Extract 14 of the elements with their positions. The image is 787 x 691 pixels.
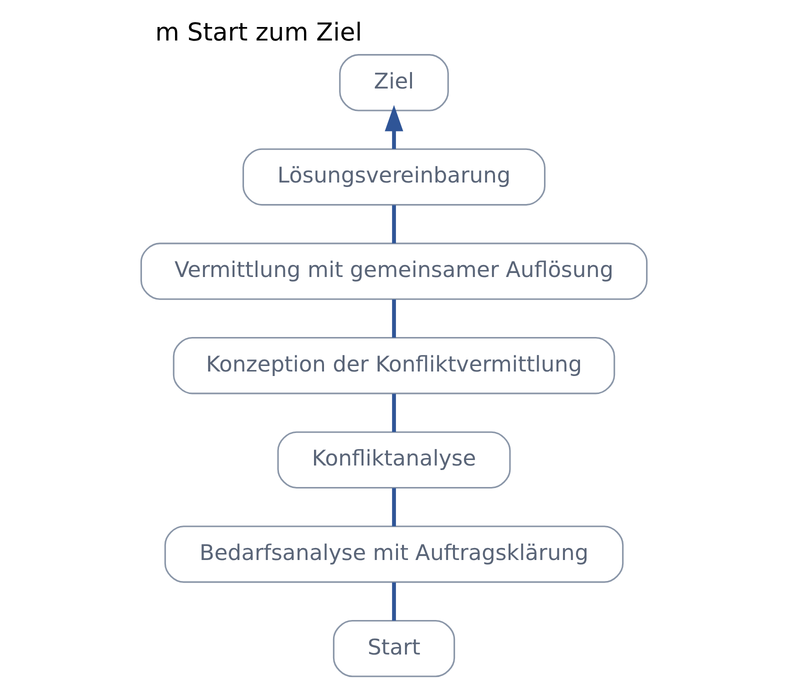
connector (392, 299, 396, 338)
connector (392, 205, 396, 244)
node-box: Konzeption der Konfliktvermittlung (172, 337, 615, 394)
node-box: Bedarfsanalyse mit Auftragsklärung (164, 526, 624, 583)
connector (392, 488, 396, 526)
diagram-title: m Start zum Ziel (154, 18, 362, 47)
node-box: Konfliktanalyse (276, 431, 510, 489)
node-box: Start (332, 620, 455, 678)
connector (392, 394, 396, 432)
node-box: Vermittlung mit gemeinsamer Auflösung (140, 242, 648, 300)
node-box: Ziel (338, 54, 448, 112)
arrow (384, 104, 403, 150)
node-box: Lösungsvereinbarung (242, 148, 546, 206)
connector (392, 582, 396, 621)
